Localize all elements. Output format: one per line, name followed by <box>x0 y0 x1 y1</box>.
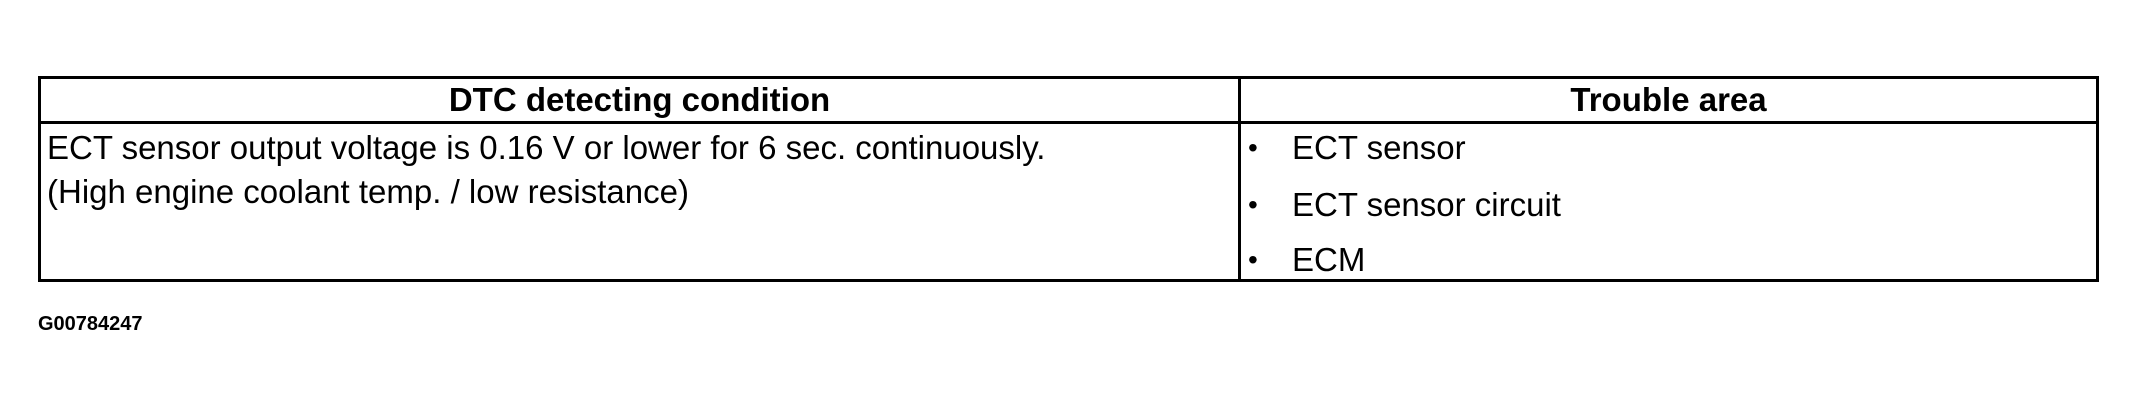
trouble-area-label: ECT sensor <box>1292 129 1466 166</box>
trouble-area-cell: • ECT sensor • ECT sensor circuit • ECM <box>1241 124 2096 282</box>
column-divider <box>1238 79 1241 279</box>
condition-line-2: (High engine coolant temp. / low resista… <box>47 173 689 210</box>
header-dtc-detecting-condition: DTC detecting condition <box>448 81 831 118</box>
condition-cell: ECT sensor output voltage is 0.16 V or l… <box>47 126 1232 214</box>
trouble-area-label: ECM <box>1292 241 1366 278</box>
dtc-table: DTC detecting condition Trouble area ECT… <box>38 76 2099 282</box>
trouble-area-label: ECT sensor circuit <box>1292 186 1561 223</box>
bullet-icon: • <box>1248 132 1258 163</box>
figure-id: G00784247 <box>38 313 143 335</box>
bullet-icon: • <box>1248 244 1258 275</box>
table-header-row: DTC detecting condition Trouble area <box>41 79 2096 124</box>
header-trouble-area: Trouble area <box>1570 81 1767 118</box>
bullet-icon: • <box>1248 189 1258 220</box>
condition-line-1: ECT sensor output voltage is 0.16 V or l… <box>47 129 1046 166</box>
